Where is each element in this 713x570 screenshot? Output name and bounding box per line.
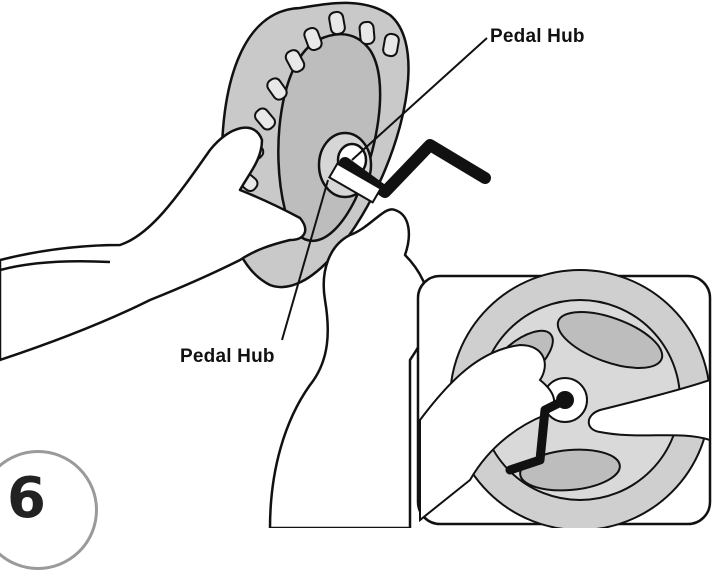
- detail-inset: [418, 270, 710, 528]
- step-number: 6: [7, 471, 46, 527]
- assembly-diagram: [0, 0, 713, 528]
- pedal-hub-label-bottom: Pedal Hub: [180, 346, 275, 368]
- pedal-hub-label-top: Pedal Hub: [490, 26, 585, 48]
